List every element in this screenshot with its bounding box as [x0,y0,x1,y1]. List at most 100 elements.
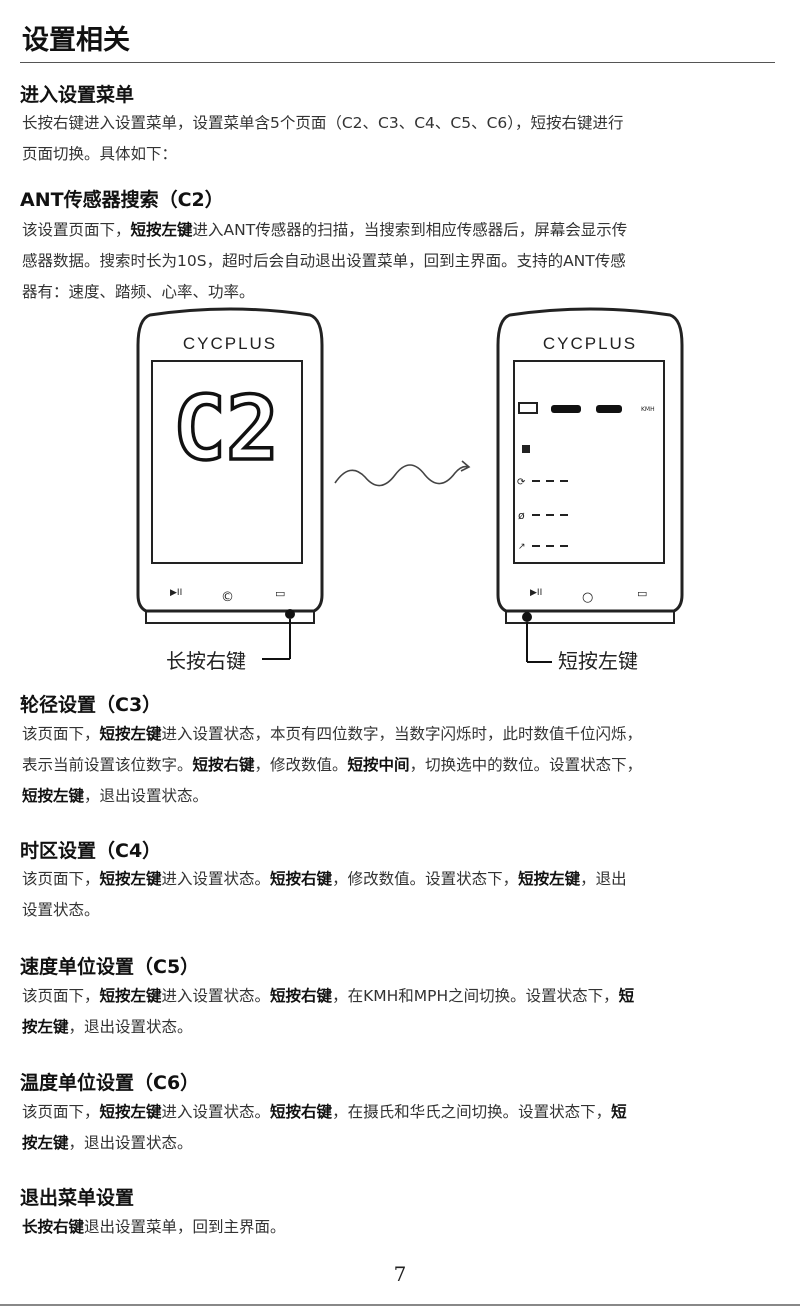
text: 器有：速度、踏频、心率、功率。 [22,283,255,301]
heading-enter-settings: 进入设置菜单 [20,84,135,106]
bold-text: 短按右键 [192,756,255,774]
bold-text: 短按左键 [130,221,193,239]
heading-exit-menu: 退出菜单设置 [20,1187,135,1209]
text: ，退出设置状态。 [68,1018,193,1036]
text-line: 该页面下，短按左键进入设置状态。短按右键，修改数值。设置状态下，短按左键，退出 [22,864,780,895]
bold-text: 短按左键 [99,725,162,743]
text: 页面切换。具体如下： [22,145,178,163]
text: ，修改数值。 [254,756,348,774]
text: 感器数据。搜索时长为10S，超时后会自动退出设置菜单，回到主界面。支持的ANT传… [22,252,626,270]
heading-time-zone: 时区设置（C4） [20,840,162,862]
left-screen [151,360,303,564]
text: 该页面下， [22,987,100,1005]
bold-text: 短按右键 [270,1103,333,1121]
left-right-button-marker [285,609,295,619]
right-right-button: ▭ [637,587,647,600]
text: ，在KMH和MPH之间切换。设置状态下， [332,987,619,1005]
page-number: 7 [393,1262,407,1286]
text: 设置状态。 [22,901,100,919]
text: ，退出 [580,870,627,888]
text-line: 该页面下，短按左键进入设置状态。短按右键，在KMH和MPH之间切换。设置状态下，… [22,981,780,1012]
left-device: CYCPLUS C2 ▶II © ▭ [136,307,324,660]
battery-icon [518,402,538,414]
right-brand-logo: CYCPLUS [543,334,637,353]
text-line: 按左键，退出设置状态。 [22,1012,780,1043]
text: 该设置页面下， [22,221,131,239]
text: 进入设置状态。 [161,1103,271,1121]
text: 进入设置状态，本页有四位数字，当数字闪烁时，此时数值千位闪烁， [161,725,643,743]
text: ，退出设置状态。 [68,1134,193,1152]
bold-text: 短按左键 [22,787,85,805]
left-display-code: C2 [173,377,279,480]
paragraph-temperature-unit: 该页面下，短按左键进入设置状态。短按右键，在摄氏和华氏之间切换。设置状态下，短按… [22,1097,780,1159]
text: 长按右键进入设置菜单，设置菜单含5个页面（C2、C3、C4、C5、C6），短按右… [22,114,624,132]
text-line: 感器数据。搜索时长为10S，超时后会自动退出设置菜单，回到主界面。支持的ANT传… [22,246,780,277]
heading-ant-search: ANT传感器搜索（C2） [20,189,224,211]
text: 该页面下， [22,1103,100,1121]
text: ，修改数值。设置状态下， [332,870,519,888]
right-left-button-marker [522,612,532,622]
heading-speed-unit: 速度单位设置（C5） [20,956,200,978]
heading-temperature-unit: 温度单位设置（C6） [20,1072,200,1094]
bold-text: 按左键 [22,1018,69,1036]
paragraph-speed-unit: 该页面下，短按左键进入设置状态。短按右键，在KMH和MPH之间切换。设置状态下，… [22,981,780,1043]
text: 退出设置菜单，回到主界面。 [84,1218,286,1236]
right-middle-button: ○ [582,590,593,605]
right-button-caption: 短按左键 [558,650,638,673]
bold-text: 短按中间 [347,756,410,774]
device-figure: CYCPLUS C2 ▶II © ▭ CYCPLUS KMH ⟳ [0,305,800,685]
text-line: 该页面下，短按左键进入设置状态。短按右键，在摄氏和华氏之间切换。设置状态下，短 [22,1097,780,1128]
left-play-pause-button: ▶II [170,588,182,598]
left-brand-logo: CYCPLUS [183,334,277,353]
right-device: CYCPLUS KMH ⟳ ø ↗ ▶II ○ ▭ [496,307,684,663]
bold-text: 短 [618,987,635,1005]
left-right-button: ▭ [275,587,285,600]
text: ，切换选中的数位。设置状态下， [409,756,643,774]
text: 进入ANT传感器的扫描，当搜索到相应传感器后，屏幕会显示传 [192,221,628,239]
text: 该页面下， [22,870,100,888]
page-title: 设置相关 [22,25,130,56]
text: ，在摄氏和华氏之间切换。设置状态下， [332,1103,612,1121]
heart-rate-sensor-icon: ø [518,509,525,522]
paragraph-time-zone: 该页面下，短按左键进入设置状态。短按右键，修改数值。设置状态下，短按左键，退出设… [22,864,780,926]
heading-wheel-size: 轮径设置（C3） [20,694,162,716]
transition-arrow-icon [334,464,469,487]
text-line: 表示当前设置该位数字。短按右键，修改数值。短按中间，切换选中的数位。设置状态下， [22,750,780,781]
bold-text: 短按左键 [99,1103,162,1121]
text-line: 长按右键退出设置菜单，回到主界面。 [22,1212,780,1243]
bottom-divider [0,1304,800,1306]
speed-unit-label: KMH [641,406,655,413]
paragraph-exit-menu: 长按右键退出设置菜单，回到主界面。 [22,1212,780,1243]
text: 进入设置状态。 [161,870,271,888]
text-line: 页面切换。具体如下： [22,139,780,170]
bold-text: 短 [611,1103,627,1121]
paragraph-ant-search: 该设置页面下，短按左键进入ANT传感器的扫描，当搜索到相应传感器后，屏幕会显示传… [22,215,780,308]
left-middle-button: © [221,590,234,605]
text-line: 长按右键进入设置菜单，设置菜单含5个页面（C2、C3、C4、C5、C6），短按右… [22,108,780,139]
right-screen [513,360,665,564]
right-play-pause-button: ▶II [530,588,542,598]
text: 进入设置状态。 [161,987,271,1005]
paragraph-wheel-size: 该页面下，短按左键进入设置状态，本页有四位数字，当数字闪烁时，此时数值千位闪烁，… [22,719,780,812]
cadence-sensor-icon: ⟳ [517,477,526,488]
text-line: 设置状态。 [22,895,780,926]
bold-text: 短按右键 [270,870,333,888]
text-line: 器有：速度、踏频、心率、功率。 [22,277,780,308]
left-button-caption: 长按右键 [166,650,246,673]
bold-text: 短按左键 [99,870,162,888]
text: 表示当前设置该位数字。 [22,756,193,774]
bold-text: 短按左键 [518,870,581,888]
text-line: 短按左键，退出设置状态。 [22,781,780,812]
text-line: 该设置页面下，短按左键进入ANT传感器的扫描，当搜索到相应传感器后，屏幕会显示传 [22,215,780,246]
text: 该页面下， [22,725,100,743]
text: ，退出设置状态。 [84,787,209,805]
paragraph-enter-settings: 长按右键进入设置菜单，设置菜单含5个页面（C2、C3、C4、C5、C6），短按右… [22,108,780,170]
bold-text: 长按右键 [22,1218,85,1236]
text-line: 该页面下，短按左键进入设置状态，本页有四位数字，当数字闪烁时，此时数值千位闪烁， [22,719,780,750]
text-line: 按左键，退出设置状态。 [22,1128,780,1159]
speed-sensor-icon [522,445,530,453]
power-sensor-icon: ↗ [518,542,526,552]
bold-text: 短按右键 [270,987,333,1005]
bold-text: 按左键 [22,1134,69,1152]
bold-text: 短按左键 [99,987,162,1005]
